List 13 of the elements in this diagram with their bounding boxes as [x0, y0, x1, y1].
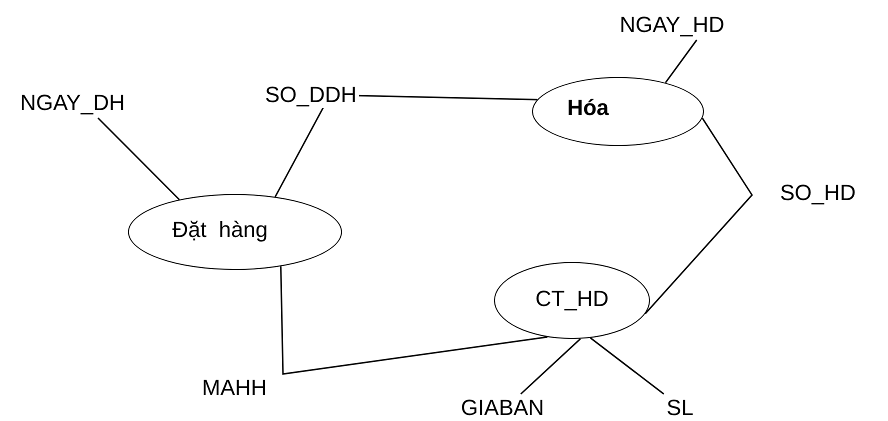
entity-name: Đặt hàng: [172, 217, 268, 243]
connector-line: [97, 117, 180, 200]
connector-line: [520, 338, 581, 395]
entity-name: Hóa: [567, 94, 609, 120]
connector-line: [590, 337, 664, 395]
connector-line: [664, 40, 698, 84]
entity-name: CT_HD: [535, 286, 609, 312]
connector-line: [280, 266, 548, 375]
attribute-text: SL: [662, 394, 698, 421]
attribute-text: NGAY_HD: [582, 10, 762, 40]
attribute-text: NGAY_DH: [10, 88, 135, 118]
connector-line: [644, 118, 753, 314]
attribute-text: GIABAN: [440, 394, 565, 421]
